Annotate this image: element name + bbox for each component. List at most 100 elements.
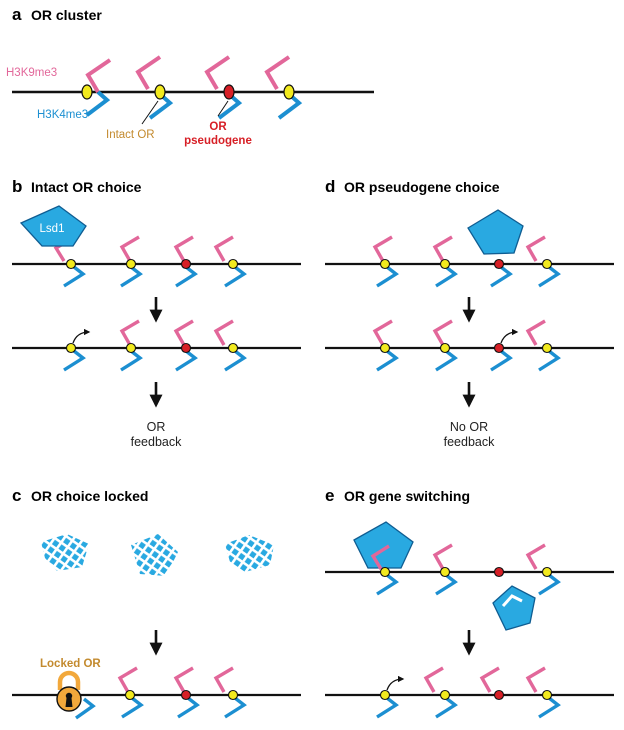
panel-c-letter: c bbox=[12, 486, 21, 505]
or-pseudogene bbox=[180, 342, 192, 354]
panel-a-title: OR cluster bbox=[31, 7, 102, 23]
h3k9me3-mark bbox=[372, 235, 393, 262]
h3k4me3-mark bbox=[501, 594, 523, 608]
panel-c: c OR choice locked Locked OR bbox=[12, 486, 301, 720]
intact-or-gene bbox=[439, 566, 451, 578]
h3k4me3-mark bbox=[490, 349, 513, 372]
h3k9me3-mark bbox=[370, 544, 390, 570]
intact-or-gene bbox=[379, 566, 391, 578]
h3k4me3-mark bbox=[538, 573, 561, 596]
h3k9me3-mark bbox=[135, 55, 162, 91]
h3k9me3-mark bbox=[525, 543, 546, 570]
h3k9me3-mark bbox=[432, 235, 453, 262]
h3k4me3-mark bbox=[435, 265, 458, 288]
h3k9me3-mark bbox=[117, 666, 138, 693]
lsd1-enzyme-icon bbox=[467, 209, 524, 255]
d-outcome-line1: No OR bbox=[450, 420, 488, 434]
h3k4me3-mark bbox=[120, 349, 143, 372]
nucleosome-2 bbox=[135, 55, 174, 120]
lsd1-label: Lsd1 bbox=[40, 223, 65, 235]
h3k9me3-mark bbox=[525, 319, 546, 346]
h3k4me3-mark bbox=[217, 93, 243, 120]
h3k4me3-mark bbox=[120, 265, 143, 288]
h3k9me3-mark bbox=[173, 319, 194, 346]
or-pseudogene bbox=[493, 258, 505, 270]
h3k9me3-mark bbox=[525, 666, 546, 693]
h3k4me3-mark bbox=[376, 265, 399, 288]
h3k4me3-mark bbox=[175, 349, 198, 372]
h3k4me3-mark bbox=[224, 696, 247, 719]
h3k4me3-mark bbox=[63, 349, 86, 372]
or-pseudogene bbox=[493, 689, 505, 701]
h3k9me3-mark bbox=[432, 543, 453, 570]
panel-a-letter: a bbox=[12, 5, 22, 24]
intact-or-gene bbox=[439, 342, 451, 354]
nucleosome-3 bbox=[204, 55, 243, 120]
intact-or-gene bbox=[541, 342, 553, 354]
intact-or-label: Intact OR bbox=[106, 129, 155, 141]
intact-or-gene bbox=[541, 258, 553, 270]
lsd1-enzyme-icon bbox=[19, 205, 87, 247]
transcription-arrow-icon bbox=[72, 328, 91, 344]
h3k4me3-mark bbox=[435, 349, 458, 372]
h3k4me3-mark bbox=[175, 265, 198, 288]
h3k4me3-mark bbox=[85, 90, 111, 117]
h3k4me3-mark bbox=[224, 265, 247, 288]
degraded-lsd1-icon bbox=[131, 534, 178, 576]
h3k4me3-mark bbox=[148, 93, 174, 120]
panel-b-title: Intact OR choice bbox=[31, 179, 142, 195]
panel-b-letter: b bbox=[12, 177, 22, 196]
h3k4me3-mark bbox=[376, 573, 399, 596]
intact-or-gene bbox=[541, 689, 553, 701]
nucleosome-1 bbox=[81, 58, 112, 117]
h3k9me3-mark bbox=[264, 55, 291, 91]
intact-or-gene bbox=[227, 342, 239, 354]
h3k9me3-mark bbox=[372, 319, 393, 346]
lsd1-enzyme-icon bbox=[353, 521, 414, 569]
h3k4me3-mark bbox=[490, 265, 513, 288]
panel-e-letter: e bbox=[325, 486, 334, 505]
h3k9me3-mark bbox=[173, 666, 194, 693]
h3k4me3-mark bbox=[538, 265, 561, 288]
or-pseudogene-label-2: pseudogene bbox=[184, 135, 252, 147]
h3k9me3-mark bbox=[479, 666, 500, 693]
degraded-lsd1-icon bbox=[225, 535, 274, 572]
h3k9me3-mark bbox=[213, 319, 234, 346]
h3k4me3-mark bbox=[121, 696, 144, 719]
panel-a: a OR cluster H3K9me3 H3K4me3 Intact OR bbox=[6, 5, 374, 147]
or-pseudogene-label-1: OR bbox=[209, 121, 227, 133]
panel-b: b Intact OR choice Lsd1 bbox=[12, 177, 301, 449]
h3k9me3-mark bbox=[85, 58, 112, 94]
h3k4me3-mark bbox=[277, 93, 303, 120]
transcription-arrow-icon bbox=[386, 675, 405, 691]
h3k4me3-mark bbox=[376, 349, 399, 372]
h3k9me3-mark bbox=[525, 235, 546, 262]
panel-c-title: OR choice locked bbox=[31, 488, 148, 504]
lsd1-enzyme-icon bbox=[492, 585, 536, 631]
intact-or-gene bbox=[379, 689, 391, 701]
h3k9me3-label: H3K9me3 bbox=[6, 67, 57, 79]
intact-or-gene bbox=[65, 342, 77, 354]
h3k4me3-mark bbox=[75, 697, 96, 720]
h3k4me3-mark bbox=[538, 349, 561, 372]
h3k4me3-mark bbox=[177, 696, 200, 719]
panel-e: e OR gene switching bbox=[325, 486, 614, 719]
or-pseudogene bbox=[223, 84, 235, 100]
h3k4me3-mark bbox=[376, 696, 399, 719]
h3k9me3-mark bbox=[119, 235, 140, 262]
locked-or-label: Locked OR bbox=[40, 658, 101, 670]
h3k4me3-label: H3K4me3 bbox=[37, 109, 88, 121]
h3k9me3-mark bbox=[173, 235, 194, 262]
or-pseudogene bbox=[180, 689, 192, 701]
transcription-arrow-icon bbox=[500, 328, 519, 344]
h3k9me3-mark bbox=[119, 319, 140, 346]
intact-or-gene bbox=[124, 689, 136, 701]
or-pseudogene bbox=[180, 258, 192, 270]
h3k4me3-mark bbox=[224, 349, 247, 372]
degraded-lsd1-icon bbox=[41, 534, 89, 571]
intact-or-leader bbox=[141, 100, 159, 125]
intact-or-gene bbox=[379, 342, 391, 354]
b-outcome-line1: OR bbox=[147, 420, 166, 434]
pseudogene-leader bbox=[217, 100, 229, 117]
